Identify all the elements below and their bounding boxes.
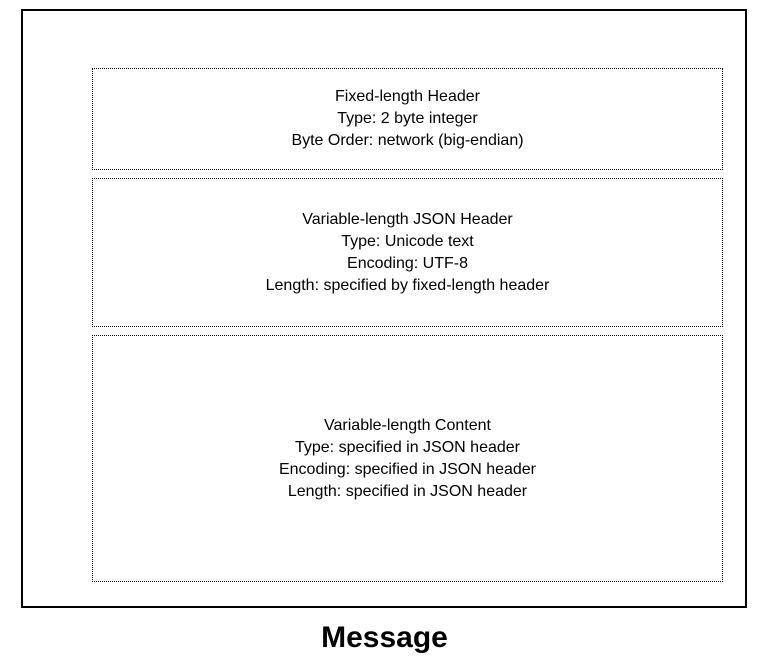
segment-line: Length: specified by fixed-length header bbox=[265, 276, 550, 294]
segment-line: Type: 2 byte integer bbox=[337, 110, 478, 127]
segment-line: Length: specified in JSON header bbox=[287, 482, 528, 500]
segment-line: Type: Unicode text bbox=[341, 232, 474, 250]
message-outer-frame: Fixed-length Header Type: 2 byte integer… bbox=[21, 9, 747, 608]
segment-variable-length-json-header-text: Variable-length JSON Header Type: Unicod… bbox=[266, 209, 550, 297]
figure-caption: Message bbox=[321, 621, 448, 654]
segment-line: Variable-length JSON Header bbox=[302, 210, 513, 228]
segment-line: Byte Order: network (big-endian) bbox=[291, 132, 524, 149]
segment-variable-length-json-header: Variable-length JSON Header Type: Unicod… bbox=[92, 178, 723, 327]
segment-line: Variable-length Content bbox=[324, 416, 491, 434]
segment-variable-length-content-text: Variable-length Content Type: specified … bbox=[279, 415, 536, 503]
segment-line: Type: specified in JSON header bbox=[294, 438, 520, 456]
segment-line: Encoding: specified in JSON header bbox=[278, 460, 537, 478]
segment-fixed-length-header-text: Fixed-length Header Type: 2 byte integer… bbox=[291, 86, 523, 152]
segment-fixed-length-header: Fixed-length Header Type: 2 byte integer… bbox=[92, 68, 723, 170]
segment-line: Encoding: UTF-8 bbox=[347, 254, 468, 272]
segment-line: Fixed-length Header bbox=[335, 88, 480, 105]
segment-variable-length-content: Variable-length Content Type: specified … bbox=[92, 335, 723, 582]
